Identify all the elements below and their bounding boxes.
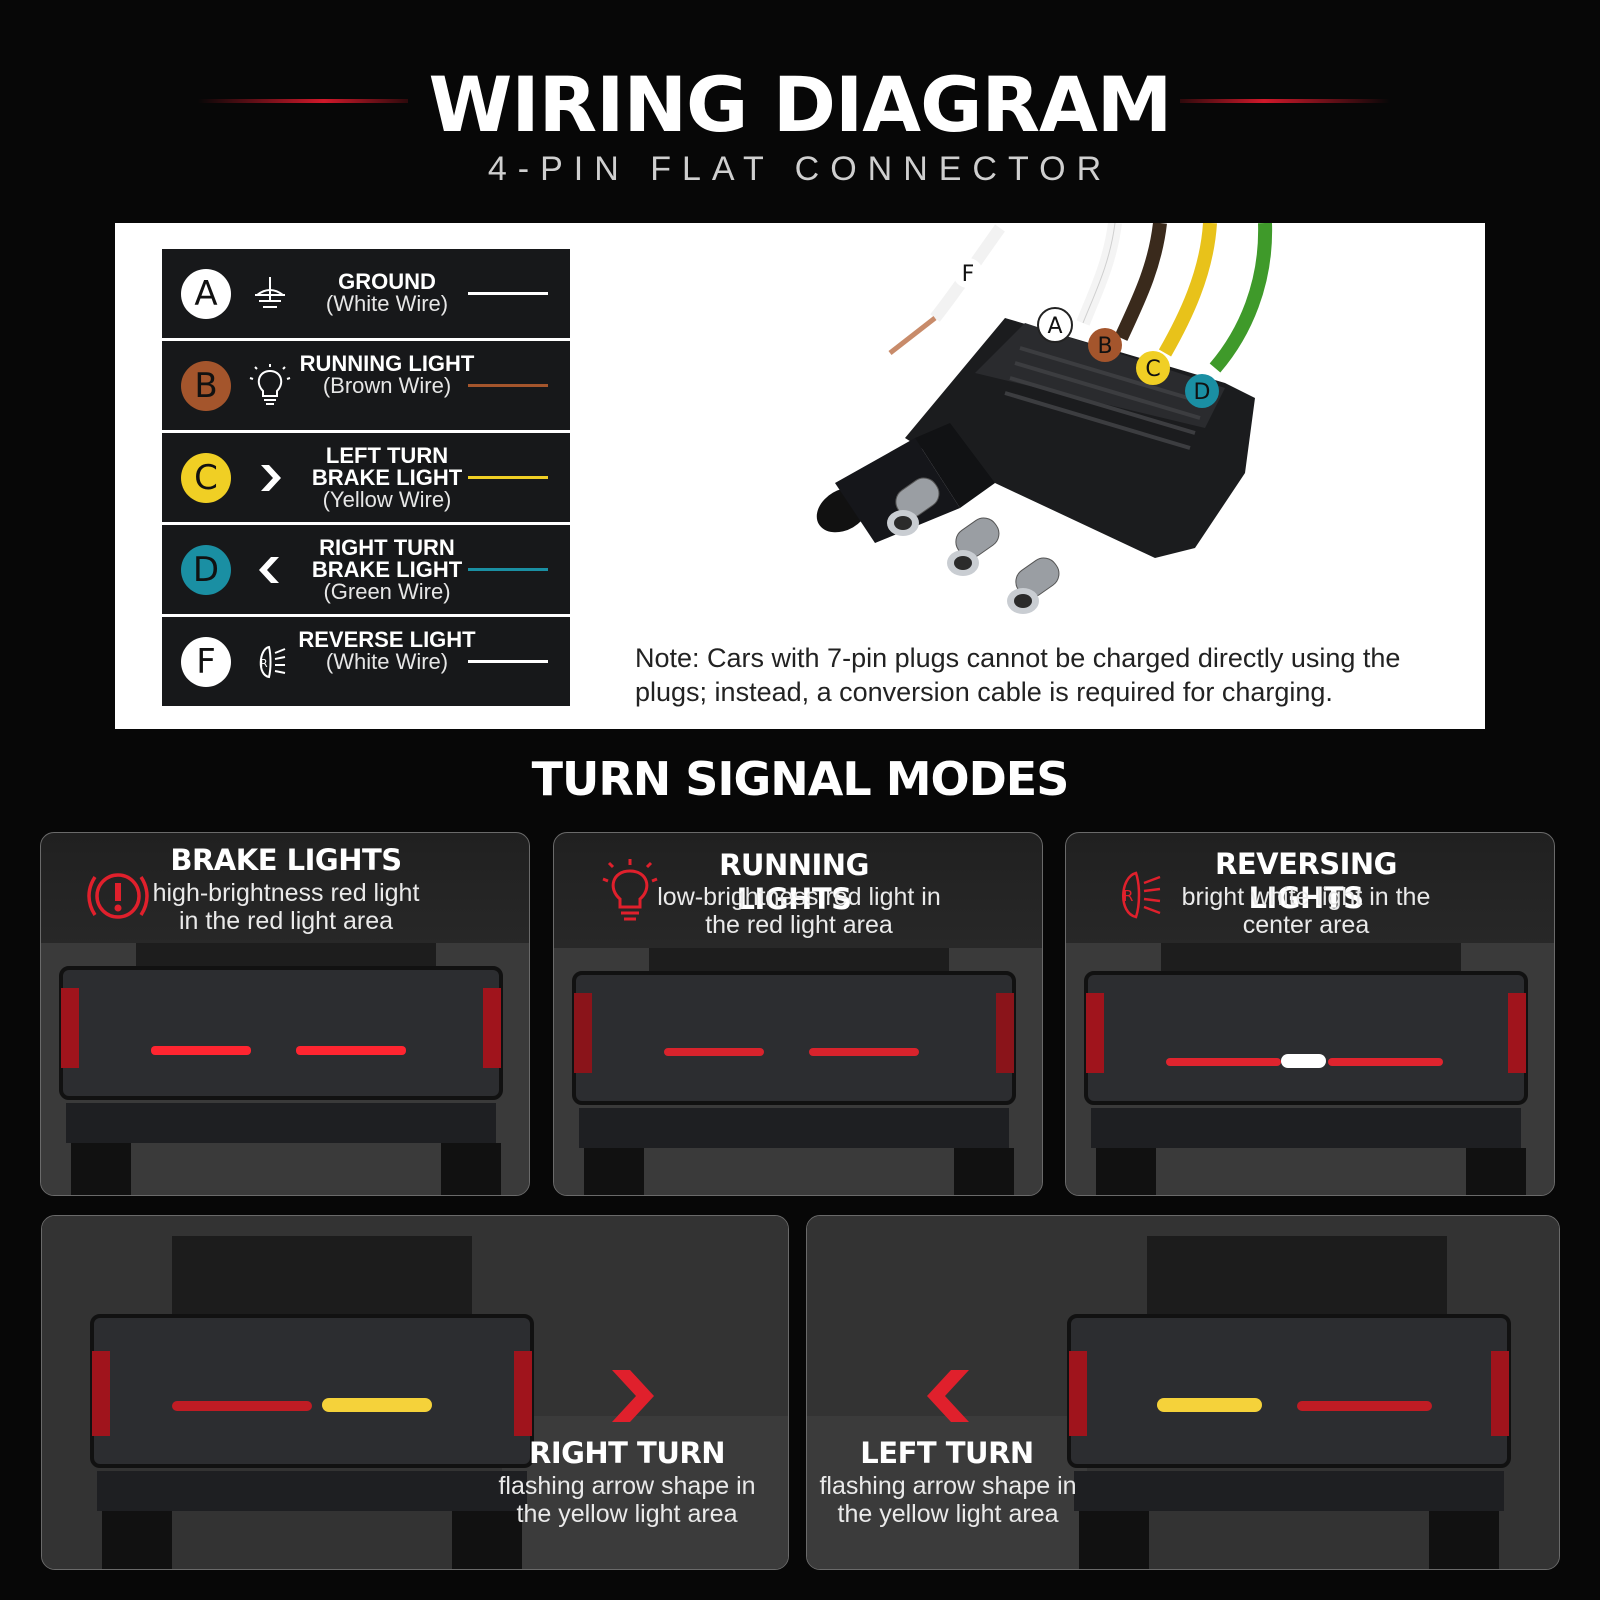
mode-title: RIGHT TURN <box>528 1436 726 1470</box>
svg-text:R: R <box>260 657 268 670</box>
legend-row-right-turn: D RIGHT TURN BRAKE LIGHT (Green Wire) <box>162 525 570 614</box>
page-title: WIRING DIAGRAM <box>428 60 1173 149</box>
mode-title: REVERSING LIGHTS <box>1215 847 1397 915</box>
ground-icon <box>255 277 285 308</box>
legend-wire-color: (White Wire) <box>325 649 449 674</box>
mode-card-running: RUNNING LIGHTS low-brightness red light … <box>553 832 1043 1196</box>
title-accent-right <box>1180 99 1390 103</box>
bulb-icon <box>602 859 658 921</box>
reverse-light-icon: R <box>1122 871 1161 919</box>
truck-image <box>42 1216 788 1569</box>
mode-title: BRAKE LIGHTS <box>170 843 402 877</box>
connector-illustration: F A B C D <box>816 223 1273 614</box>
legend-wire-color: (White Wire) <box>325 291 449 316</box>
truck-image <box>1066 943 1554 1195</box>
badge-a: A <box>181 269 231 319</box>
bulb-icon <box>249 364 291 405</box>
pin-label-a-text: A <box>1047 314 1062 339</box>
truck-image <box>41 943 529 1195</box>
mode-description: high-brightness red light in the red lig… <box>152 879 420 935</box>
mode-description: flashing arrow shape in the yellow light… <box>819 1472 1077 1528</box>
pin-label-d-text: D <box>1194 380 1211 405</box>
mode-description: low-brightness red light in the red ligh… <box>657 883 941 939</box>
legend-label: RIGHT TURN BRAKE LIGHT <box>311 535 463 582</box>
badge-b: B <box>181 361 231 411</box>
badge-d: D <box>181 545 231 595</box>
wire-swatch-yellow <box>468 476 548 479</box>
truck-image <box>554 948 1042 1195</box>
pin-label-b-text: B <box>1097 334 1112 359</box>
brake-warning-icon <box>87 873 149 919</box>
page-subtitle: 4-PIN FLAT CONNECTOR <box>487 150 1113 188</box>
legend-row-left-turn: C LEFT TURN BRAKE LIGHT (Yellow Wire) <box>162 433 570 522</box>
wire-swatch-white <box>468 660 548 663</box>
wiring-panel: A GROUND (White Wire) B RUNNING LIGHT (B… <box>115 223 1485 729</box>
badge-f: F <box>181 637 231 687</box>
legend-text: LEFT TURN BRAKE LIGHT (Yellow Wire) <box>297 445 477 511</box>
legend-row-running: B RUNNING LIGHT (Brown Wire) <box>162 341 570 430</box>
mode-card-right-turn: RIGHT TURN flashing arrow shape in the y… <box>41 1215 789 1570</box>
mode-card-left-turn: LEFT TURN flashing arrow shape in the ye… <box>806 1215 1560 1570</box>
pin-label-a <box>1037 307 1073 343</box>
legend-text: RIGHT TURN BRAKE LIGHT (Green Wire) <box>297 537 477 603</box>
legend-text: GROUND (White Wire) <box>297 271 477 315</box>
legend-wire-color: (Yellow Wire) <box>322 487 452 512</box>
badge-c: C <box>181 453 231 503</box>
legend-label: GROUND <box>338 269 436 294</box>
wire-label-f <box>953 258 983 288</box>
wire-swatch-green <box>468 568 548 571</box>
pin-label-c-text: C <box>1145 357 1160 382</box>
svg-text:R: R <box>1123 887 1133 905</box>
chevron-left-icon <box>259 557 279 583</box>
charging-note: Note: Cars with 7-pin plugs cannot be ch… <box>635 643 1401 707</box>
legend-row-reverse: F R REVERSE LIGHT (White Wire) <box>162 617 570 706</box>
mode-description: flashing arrow shape in the yellow light… <box>498 1472 756 1528</box>
mode-card-reversing: R REVERSING LIGHTS bright white light in… <box>1065 832 1555 1196</box>
wire-swatch-white <box>468 292 548 295</box>
wire-swatch-brown <box>468 384 548 387</box>
mode-title: RUNNING LIGHTS <box>719 848 869 916</box>
legend-wire-color: (Brown Wire) <box>322 373 452 398</box>
legend-label: RUNNING LIGHT <box>299 351 475 376</box>
pin-label-d <box>1185 374 1219 408</box>
legend-text: RUNNING LIGHT (Brown Wire) <box>297 353 477 397</box>
legend-label: LEFT TURN BRAKE LIGHT <box>311 443 463 490</box>
chevron-right-icon <box>612 1370 654 1422</box>
pin-label-c <box>1136 351 1170 385</box>
mode-card-brake: BRAKE LIGHTS high-brightness red light i… <box>40 832 530 1196</box>
title-accent-left <box>198 99 408 103</box>
chevron-right-icon <box>261 465 281 491</box>
chevron-left-icon <box>927 1370 969 1422</box>
mode-title: LEFT TURN <box>860 1436 1034 1470</box>
reverse-light-icon: R <box>259 645 286 679</box>
pin-label-b <box>1088 328 1122 362</box>
legend-wire-color: (Green Wire) <box>323 579 451 604</box>
wire-label-f-text: F <box>962 262 975 287</box>
legend-row-ground: A GROUND (White Wire) <box>162 249 570 338</box>
modes-title: TURN SIGNAL MODES <box>531 752 1070 806</box>
legend-label: REVERSE LIGHT <box>298 627 476 652</box>
wire-legend: A GROUND (White Wire) B RUNNING LIGHT (B… <box>162 249 570 709</box>
legend-text: REVERSE LIGHT (White Wire) <box>297 629 477 673</box>
mode-description: bright white light in the center area <box>1181 883 1431 939</box>
